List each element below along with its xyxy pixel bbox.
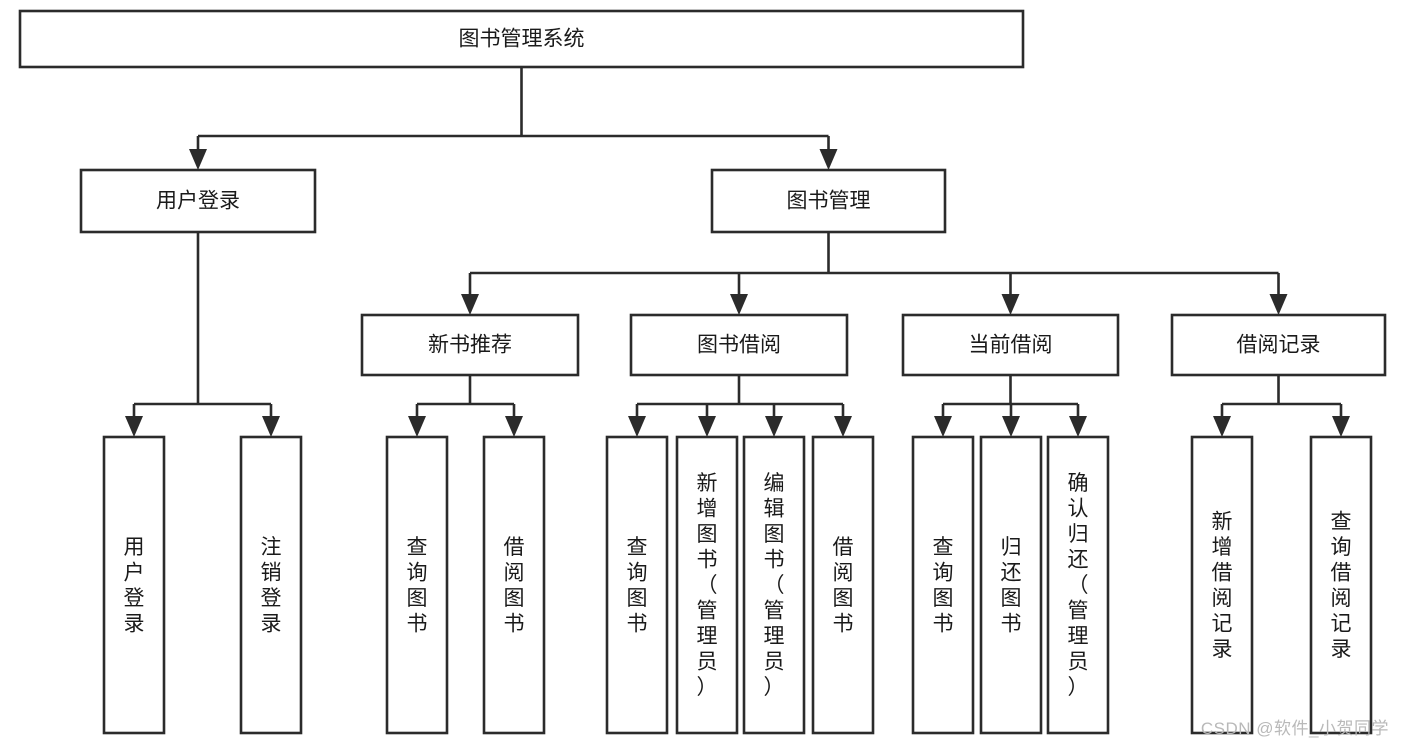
node-book-manage[interactable]: 图书管理 xyxy=(710,168,947,234)
node-box xyxy=(911,435,975,735)
connector-layer xyxy=(125,67,1350,437)
node-box xyxy=(482,435,546,735)
node-label: 新书推荐 xyxy=(428,334,512,357)
node-label: 查询图书 xyxy=(627,536,648,636)
node-box xyxy=(629,313,849,377)
arrow-head-icon xyxy=(730,294,748,315)
arrow-head-icon xyxy=(461,294,479,315)
node-book-borrow[interactable]: 图书借阅 xyxy=(629,313,849,377)
arrow-head-icon xyxy=(1332,416,1350,437)
node-label: 新增图书（管理员） xyxy=(697,472,718,699)
node-borrow-record[interactable]: 借阅记录 xyxy=(1170,313,1387,377)
node-box xyxy=(710,168,947,234)
node-box xyxy=(742,435,806,735)
node-box xyxy=(360,313,580,377)
node-leaf-user-logout[interactable]: 注销登录 xyxy=(239,435,303,735)
node-layer: 图书管理系统用户登录图书管理新书推荐图书借阅当前借阅借阅记录用户登录注销登录查询… xyxy=(18,9,1387,735)
node-box xyxy=(1046,435,1110,735)
node-box xyxy=(605,435,669,735)
node-label: 归还图书 xyxy=(1001,536,1022,636)
node-leaf-user-login[interactable]: 用户登录 xyxy=(102,435,166,735)
node-box xyxy=(385,435,449,735)
arrow-head-icon xyxy=(1001,294,1020,315)
arrow-head-icon xyxy=(1269,294,1288,315)
node-user-login[interactable]: 用户登录 xyxy=(79,168,317,234)
node-label: 图书管理系统 xyxy=(459,28,585,51)
node-label: 查询图书 xyxy=(407,536,428,636)
arrow-head-icon xyxy=(819,149,838,170)
node-box xyxy=(79,168,317,234)
arrow-head-icon xyxy=(1002,416,1020,437)
node-box xyxy=(102,435,166,735)
arrow-head-icon xyxy=(1213,416,1231,437)
node-label: 借阅记录 xyxy=(1237,334,1321,357)
node-label: 图书借阅 xyxy=(697,334,781,357)
node-root[interactable]: 图书管理系统 xyxy=(18,9,1025,69)
node-box xyxy=(1190,435,1254,735)
node-label: 注销登录 xyxy=(261,536,282,636)
arrow-head-icon xyxy=(934,416,952,437)
node-box xyxy=(675,435,739,735)
node-box xyxy=(901,313,1120,377)
node-leaf-borrow-book[interactable]: 借阅图书 xyxy=(811,435,875,735)
node-box xyxy=(811,435,875,735)
node-label: 图书管理 xyxy=(787,190,871,213)
node-box xyxy=(979,435,1043,735)
arrow-head-icon xyxy=(765,416,783,437)
node-label: 确认归还（管理员） xyxy=(1068,472,1089,699)
node-label: 当前借阅 xyxy=(969,334,1053,357)
arrow-head-icon xyxy=(1069,416,1087,437)
node-label: 查询图书 xyxy=(933,536,954,636)
arrow-head-icon xyxy=(505,416,523,437)
node-label: 查询借阅记录 xyxy=(1331,510,1352,661)
arrow-head-icon xyxy=(834,416,852,437)
node-current-borrow[interactable]: 当前借阅 xyxy=(901,313,1120,377)
node-leaf-borrow-query[interactable]: 查询图书 xyxy=(605,435,669,735)
node-box xyxy=(239,435,303,735)
node-label: 用户登录 xyxy=(156,190,240,213)
node-leaf-current-return[interactable]: 归还图书 xyxy=(979,435,1043,735)
node-leaf-recommend-borrow[interactable]: 借阅图书 xyxy=(482,435,546,735)
node-label: 编辑图书（管理员） xyxy=(764,472,785,699)
node-leaf-record-query[interactable]: 查询借阅记录 xyxy=(1309,435,1373,735)
node-leaf-recommend-query[interactable]: 查询图书 xyxy=(385,435,449,735)
node-new-book-recommend[interactable]: 新书推荐 xyxy=(360,313,580,377)
arrow-head-icon xyxy=(698,416,716,437)
arrow-head-icon xyxy=(628,416,646,437)
arrow-head-icon xyxy=(262,416,280,437)
node-leaf-current-confirm[interactable]: 确认归还（管理员） xyxy=(1046,435,1110,735)
arrow-head-icon xyxy=(408,416,426,437)
node-label: 借阅图书 xyxy=(504,536,525,636)
node-label: 新增借阅记录 xyxy=(1212,510,1233,661)
node-leaf-record-add[interactable]: 新增借阅记录 xyxy=(1190,435,1254,735)
arrow-head-icon xyxy=(125,416,143,437)
arrow-head-icon xyxy=(189,149,207,170)
node-leaf-current-query[interactable]: 查询图书 xyxy=(911,435,975,735)
node-box xyxy=(1309,435,1373,735)
node-label: 借阅图书 xyxy=(833,536,854,636)
node-label: 用户登录 xyxy=(124,536,145,636)
node-box xyxy=(18,9,1025,69)
node-leaf-borrow-add[interactable]: 新增图书（管理员） xyxy=(675,435,739,735)
node-leaf-borrow-edit[interactable]: 编辑图书（管理员） xyxy=(742,435,806,735)
node-box xyxy=(1170,313,1387,377)
